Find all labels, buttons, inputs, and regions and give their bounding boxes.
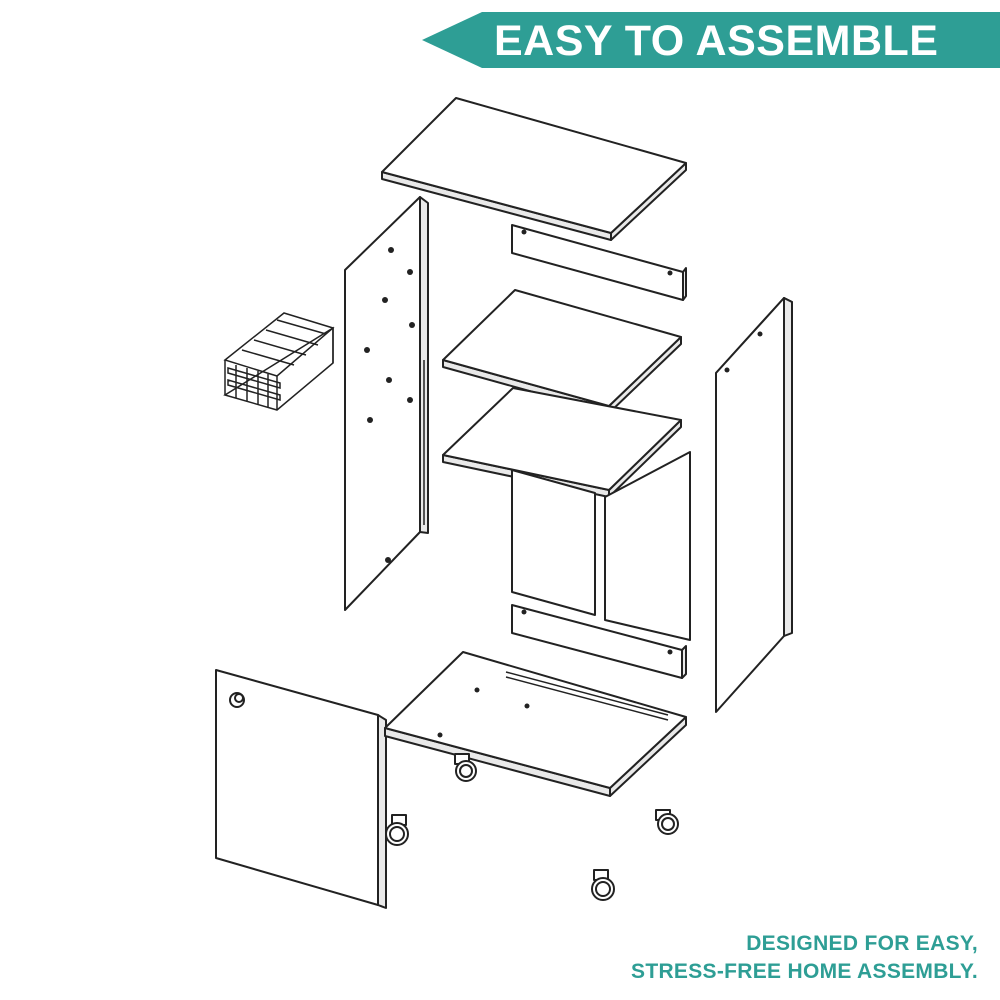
caster-wheel-1: [454, 753, 477, 782]
lower-rail: [511, 604, 687, 679]
title-banner: EASY TO ASSEMBLE: [422, 12, 1000, 68]
assembly-caption: DESIGNED FOR EASY, STRESS-FREE HOME ASSE…: [631, 930, 978, 986]
bottom-panel: [384, 651, 687, 797]
caption-line-2: STRESS-FREE HOME ASSEMBLY.: [631, 960, 978, 983]
back-panel-left: [511, 469, 596, 616]
banner-arrow-shape: [422, 12, 1000, 68]
caster-wheel-4: [591, 869, 615, 901]
back-panel-right: [604, 451, 691, 641]
caster-wheel-3: [655, 809, 679, 835]
right-side-panel: [715, 297, 793, 713]
door-panel: [215, 669, 387, 909]
upper-rail: [511, 224, 687, 301]
wire-basket: [223, 312, 335, 411]
left-side-panel: [344, 196, 429, 611]
top-panel: [381, 97, 687, 241]
caption-line-1: DESIGNED FOR EASY,: [746, 932, 978, 955]
caster-wheel-2: [385, 814, 409, 846]
banner-title: EASY TO ASSEMBLE: [494, 17, 939, 65]
upper-shelf: [442, 289, 682, 414]
